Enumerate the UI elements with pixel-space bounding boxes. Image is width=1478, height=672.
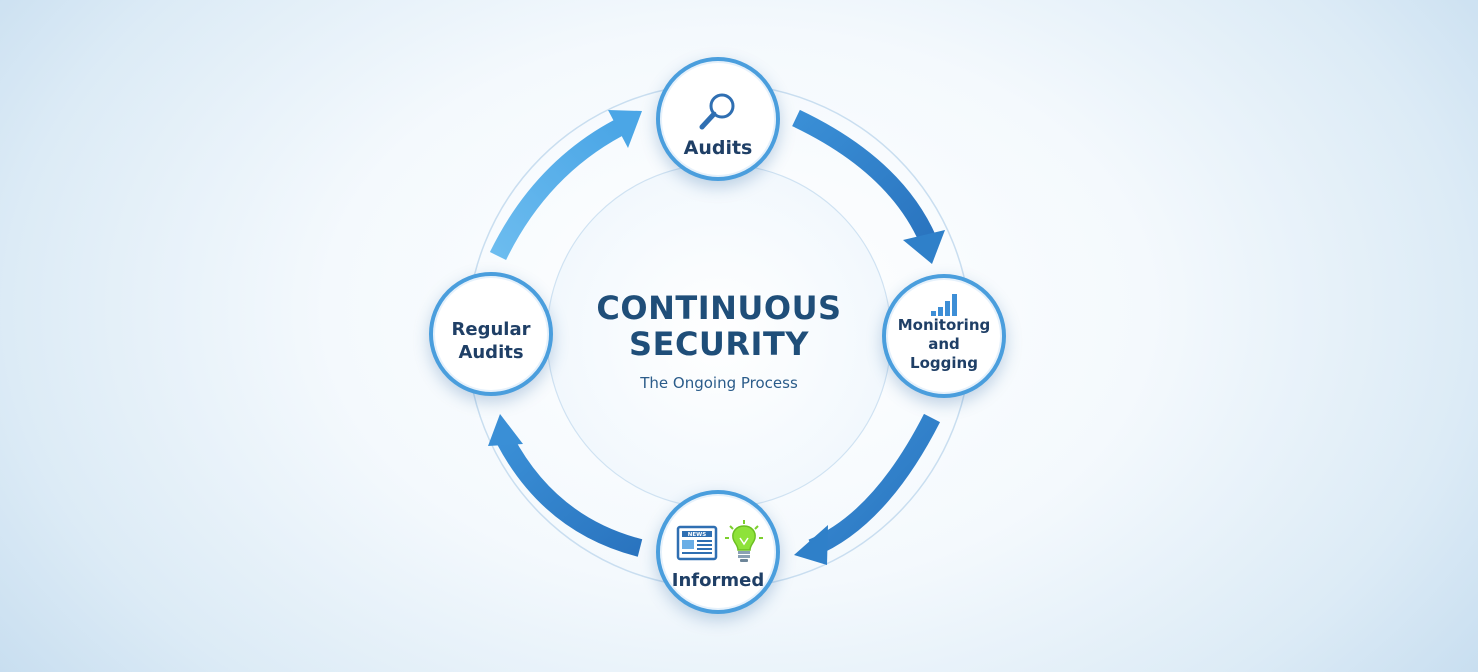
magnifying-glass-icon (699, 93, 735, 130)
arrow-head-bottom-to-left (488, 414, 523, 446)
node-monitoring-line-3: Logging (910, 354, 978, 372)
arrow-top-to-right (792, 109, 937, 244)
node-audits-label: Audits (683, 137, 753, 159)
center-subtitle: The Ongoing Process (640, 374, 798, 392)
arrow-head-top-to-right (903, 230, 945, 264)
node-regular-audits: Regular Audits (429, 272, 553, 396)
node-audits: Audits (656, 57, 780, 181)
lightbulb-icon (725, 520, 763, 562)
center-title-block: CONTINUOUS SECURITY The Ongoing Process (559, 290, 879, 392)
node-monitoring-logging: Monitoring and Logging (882, 274, 1006, 398)
arrow-head-right-to-bottom (794, 525, 828, 565)
node-regular-audits-label: Regular Audits (433, 318, 549, 364)
newspaper-icon: NEWS (676, 525, 718, 561)
node-informed: NEWS Informed (656, 490, 780, 614)
bar-chart-icon (931, 294, 957, 316)
node-monitoring-line-1: Monitoring (897, 316, 991, 334)
node-monitoring-line-2: and (928, 335, 960, 353)
center-title-line-2: SECURITY (629, 325, 809, 363)
node-regular-audits-line-1: Regular (451, 319, 531, 340)
node-monitoring-label: Monitoring and Logging (886, 316, 1002, 373)
arrow-left-to-top (489, 120, 623, 260)
center-title-line-1: CONTINUOUS (596, 289, 842, 327)
newspaper-masthead: NEWS (688, 532, 706, 538)
arrow-right-to-bottom (808, 413, 941, 557)
arrow-head-left-to-top (608, 110, 642, 148)
node-regular-audits-line-2: Audits (458, 342, 524, 363)
node-informed-label: Informed (671, 570, 765, 591)
arrow-bottom-to-left (497, 435, 643, 557)
